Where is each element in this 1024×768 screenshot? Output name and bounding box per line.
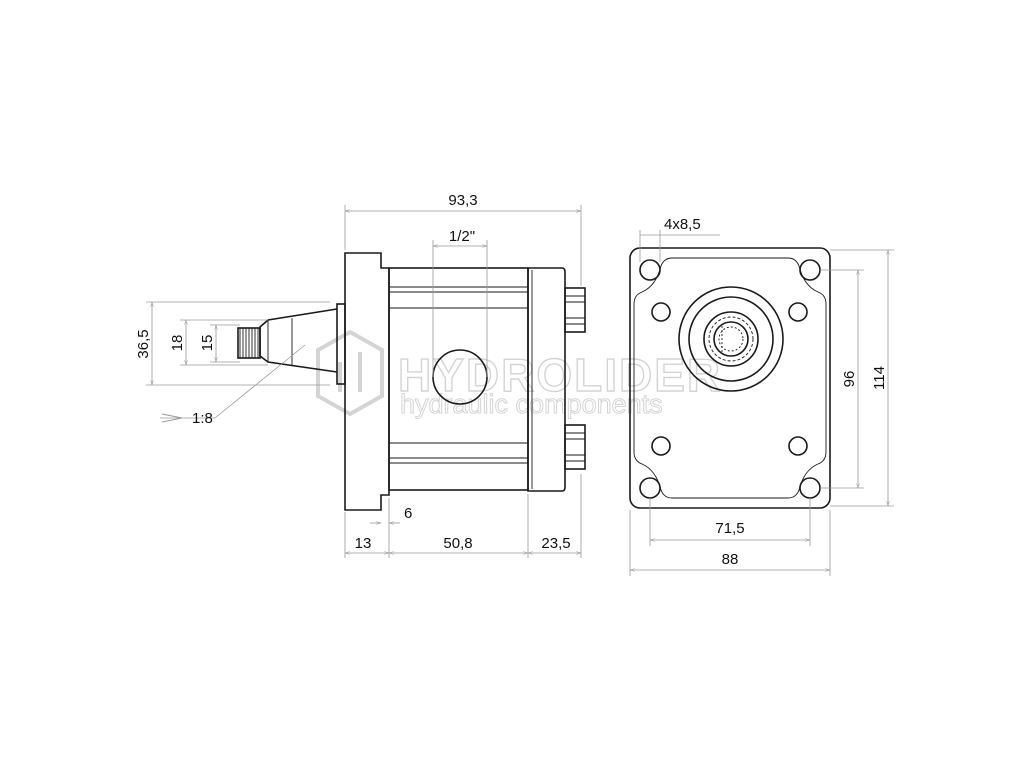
mounting-hole-bl — [639, 477, 661, 499]
dim-body-length: 50,8 — [443, 535, 472, 552]
nut-top — [564, 287, 586, 333]
pilot-inner — [688, 296, 774, 382]
dim-overall-length: 93,3 — [448, 192, 477, 209]
front-flange-outline — [629, 247, 831, 509]
mounting-hole-tr — [799, 259, 821, 281]
taper-symbol-icon — [161, 413, 183, 423]
bolt-br — [788, 436, 808, 456]
bolt-bl — [651, 436, 671, 456]
dim-shaft-thread: 15 — [199, 335, 216, 352]
pilot-outer — [678, 286, 784, 392]
dim-port-size: 1/2" — [449, 228, 475, 245]
bolt-tr — [788, 302, 808, 322]
dim-cover-length: 23,5 — [541, 535, 570, 552]
dim-bolt-horizontal: 71,5 — [715, 520, 744, 537]
mounting-hole-tl — [639, 259, 661, 281]
dim-flange-width: 88 — [722, 551, 739, 568]
nut-bottom — [564, 424, 586, 470]
dim-flange-step: 6 — [404, 505, 412, 522]
watermark: HYDROLIDER hydraulic components — [316, 329, 722, 420]
side-view-dimensions: 93,3 1/2" 36,5 18 15 1:8 6 — [135, 192, 582, 558]
front-flange-inner — [633, 257, 827, 499]
shaft-seat — [703, 311, 759, 367]
dim-hole-spec: 4x8,5 — [664, 216, 701, 233]
rear-cover — [527, 267, 566, 492]
mounting-flange — [344, 252, 390, 511]
pilot-spigot — [336, 303, 346, 385]
watermark-tagline: hydraulic components — [400, 389, 663, 419]
dim-flange-thickness: 13 — [355, 535, 372, 552]
dim-shaft-mid: 18 — [169, 335, 186, 352]
mounting-hole-br — [799, 477, 821, 499]
dim-bolt-vertical: 96 — [841, 371, 858, 388]
dim-flange-height: 114 — [871, 366, 888, 390]
watermark-brand: HYDROLIDER — [398, 349, 722, 401]
shaft-thread-hidden — [708, 316, 754, 362]
shaft-end — [713, 321, 749, 357]
watermark-logo-icon — [316, 329, 384, 417]
bolt-tl — [651, 302, 671, 322]
dim-shaft-outer: 36,5 — [135, 329, 152, 358]
dim-taper: 1:8 — [192, 410, 213, 427]
tapered-shaft — [237, 308, 338, 373]
side-view — [160, 252, 586, 511]
front-view-dimensions: 4x8,5 96 114 71,5 88 — [629, 216, 894, 576]
